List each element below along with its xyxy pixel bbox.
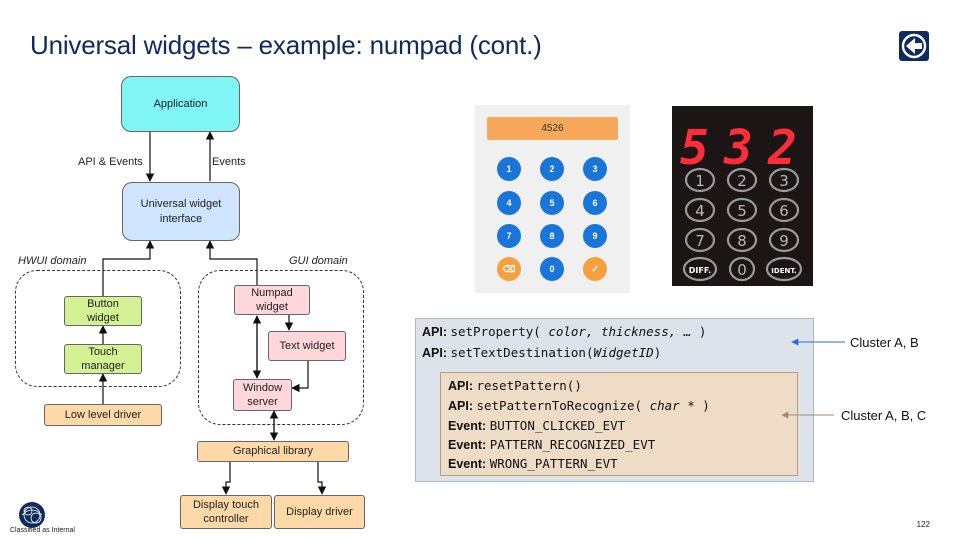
footer-globe-icon (19, 502, 45, 528)
low-level-driver-box: Low level driver (44, 404, 162, 426)
svg-text:7: 7 (695, 232, 705, 250)
numpad-key-7[interactable]: 7 (497, 224, 521, 248)
led-digit-3: 2 (767, 120, 797, 176)
brand-logo-icon (899, 31, 929, 61)
numpad-key-5[interactable]: 5 (540, 191, 564, 215)
numpad-key-2[interactable]: 2 (540, 157, 564, 181)
gui-domain-label: GUI domain (289, 255, 348, 267)
text-widget-box: Text widget (268, 331, 346, 361)
page-number: 122 (916, 520, 930, 529)
api-line-set-property: API: setProperty( color, thickness, … ) (422, 324, 707, 339)
cluster-abc-label: Cluster A, B, C (841, 408, 927, 423)
api-inner-box (440, 372, 798, 476)
universal-widget-interface-box: Universal widget interface (122, 182, 240, 241)
slide-title: Universal widgets – example: numpad (con… (30, 30, 542, 60)
numpad-confirm-icon[interactable]: ✓ (583, 257, 607, 281)
api-events-label: API & Events (78, 156, 143, 168)
api-line-set-pattern: API: setPatternToRecognize( char * ) (448, 398, 710, 413)
numpad-key-6[interactable]: 6 (583, 191, 607, 215)
window-server-box: Window server (233, 379, 292, 411)
svg-text:5: 5 (737, 202, 747, 220)
numpad-widget-box: Numpad widget (234, 285, 310, 315)
numpad-backspace-icon[interactable]: ⌫ (497, 257, 521, 281)
led-digit-1: 5 (680, 120, 709, 176)
display-driver-box: Display driver (274, 495, 365, 529)
application-box: Application (121, 76, 240, 132)
event-line-button-clicked: Event: BUTTON_CLICKED_EVT (448, 418, 626, 433)
svg-text:3: 3 (779, 172, 789, 190)
svg-text:2: 2 (737, 172, 747, 190)
numpad-key-4[interactable]: 4 (497, 191, 521, 215)
touch-manager-box: Touch manager (64, 344, 142, 374)
classification-label: Classified as Internal (10, 527, 75, 534)
led-keypad-photo: 5 3 2 1 2 3 4 5 6 7 8 9 DIFF. 0 IDENT. (672, 106, 813, 286)
events-label: Events (212, 156, 246, 168)
numpad-key-9[interactable]: 9 (583, 224, 607, 248)
numpad-key-0[interactable]: 0 (540, 257, 564, 281)
numpad-key-3[interactable]: 3 (583, 157, 607, 181)
svg-text:8: 8 (737, 232, 747, 250)
graphical-library-box: Graphical library (197, 441, 349, 462)
hwui-domain-region (15, 270, 181, 387)
api-line-set-text-destination: API: setTextDestination(WidgetID) (422, 345, 662, 360)
event-line-wrong-pattern: Event: WRONG_PATTERN_EVT (448, 456, 618, 471)
svg-text:1: 1 (695, 172, 705, 190)
button-widget-box: Button widget (64, 296, 142, 326)
event-line-pattern-recognized: Event: PATTERN_RECOGNIZED_EVT (448, 437, 656, 452)
led-keypad-graphic: 5 3 2 1 2 3 4 5 6 7 8 9 DIFF. 0 IDENT. (680, 120, 803, 282)
cluster-ab-label: Cluster A, B (850, 335, 919, 350)
svg-text:9: 9 (779, 232, 789, 250)
svg-text:6: 6 (779, 202, 789, 220)
svg-text:IDENT.: IDENT. (771, 267, 796, 275)
numpad-key-1[interactable]: 1 (497, 157, 521, 181)
display-touch-controller-box: Display touch controller (180, 495, 272, 529)
hwui-domain-label: HWUI domain (18, 255, 87, 267)
numpad-screenshot: 4526 1 2 3 4 5 6 7 8 9 ⌫ 0 ✓ (475, 105, 630, 293)
svg-text:DIFF.: DIFF. (689, 266, 711, 275)
numpad-display: 4526 (487, 117, 618, 140)
svg-text:4: 4 (695, 202, 705, 220)
gui-domain-region (198, 270, 364, 425)
api-line-reset-pattern: API: resetPattern() (448, 378, 582, 393)
led-digit-2: 3 (723, 120, 753, 176)
svg-text:0: 0 (737, 261, 747, 279)
numpad-key-8[interactable]: 8 (540, 224, 564, 248)
